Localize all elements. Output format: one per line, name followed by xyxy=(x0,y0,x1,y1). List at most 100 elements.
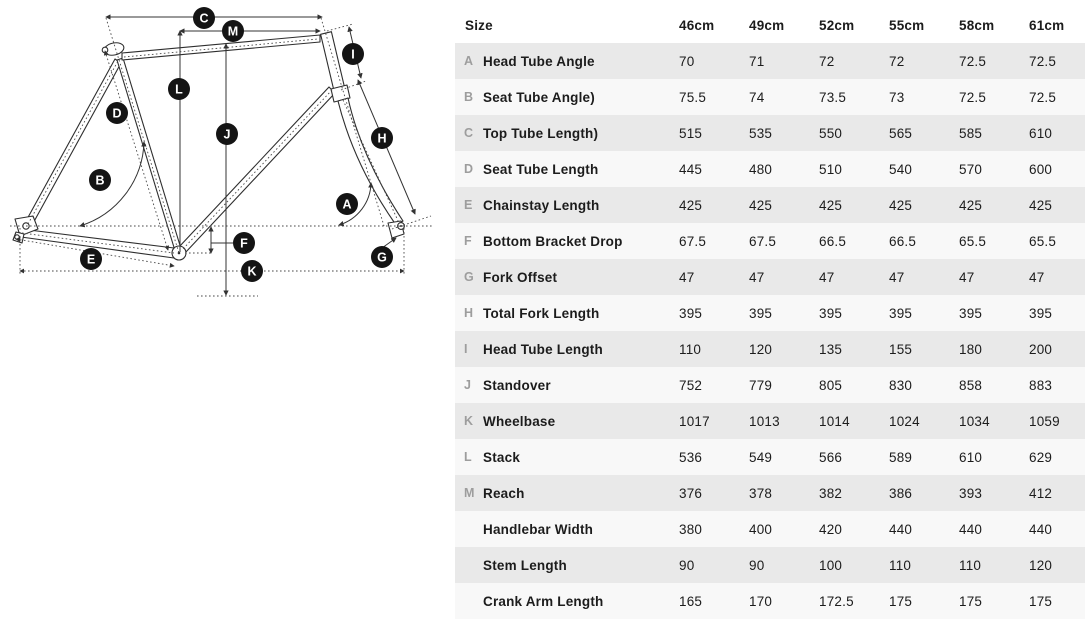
row-value: 386 xyxy=(889,485,913,501)
table-row: Crank Arm Length 165 170 172.5 175 175 1… xyxy=(455,583,1085,619)
row-value: 382 xyxy=(819,485,843,501)
seat-stay-centerline xyxy=(27,60,119,225)
table-row: E Chainstay Length 425 425 425 425 425 4… xyxy=(455,187,1085,223)
row-value: 90 xyxy=(749,557,765,573)
row-value: 1014 xyxy=(819,413,850,429)
row-label-cell: B Seat Tube Angle) xyxy=(455,90,679,105)
dim-seat-tube-length xyxy=(103,50,170,251)
row-value: 65.5 xyxy=(959,233,987,249)
row-letter: G xyxy=(464,270,474,284)
table-row: H Total Fork Length 395 395 395 395 395 … xyxy=(455,295,1085,331)
row-value: 400 xyxy=(749,521,773,537)
diagram-label-text: H xyxy=(377,132,386,146)
row-value: 395 xyxy=(1029,305,1053,321)
row-value: 445 xyxy=(679,161,703,177)
diagram-label-text: K xyxy=(247,265,256,279)
row-value: 120 xyxy=(749,341,773,357)
row-value: 536 xyxy=(679,449,703,465)
diagram-label-d: D xyxy=(106,102,128,124)
row-value: 540 xyxy=(889,161,913,177)
diagram-label-text: F xyxy=(240,237,248,251)
row-value: 412 xyxy=(1029,485,1053,501)
diagram-label-i: I xyxy=(342,43,364,65)
diagram-label-m: M xyxy=(222,20,244,42)
row-letter: F xyxy=(464,234,472,248)
row-label-cell: Crank Arm Length xyxy=(455,594,679,609)
size-column-header: 46cm xyxy=(679,17,715,33)
row-value: 779 xyxy=(749,377,773,393)
row-value: 535 xyxy=(749,125,773,141)
row-value: 420 xyxy=(819,521,843,537)
table-row: G Fork Offset 47 47 47 47 47 47 xyxy=(455,259,1085,295)
row-value: 71 xyxy=(749,53,765,69)
row-label: Chainstay Length xyxy=(483,197,600,213)
row-label-cell: L Stack xyxy=(455,450,679,465)
row-value: 589 xyxy=(889,449,913,465)
row-value: 440 xyxy=(1029,521,1053,537)
down-tube-centerline xyxy=(181,89,333,251)
row-label: Seat Tube Length xyxy=(483,161,599,177)
row-letter: B xyxy=(464,90,474,104)
row-value: 170 xyxy=(749,593,773,609)
row-value: 47 xyxy=(1029,269,1045,285)
diagram-label-text: E xyxy=(87,253,95,267)
row-label: Wheelbase xyxy=(483,413,556,429)
row-value: 72 xyxy=(889,53,905,69)
row-value: 180 xyxy=(959,341,983,357)
row-value: 1017 xyxy=(679,413,710,429)
row-label: Crank Arm Length xyxy=(483,593,604,609)
row-value: 155 xyxy=(889,341,913,357)
row-value: 550 xyxy=(819,125,843,141)
row-value: 175 xyxy=(889,593,913,609)
diagram-label-text: B xyxy=(95,174,104,188)
row-value: 566 xyxy=(819,449,843,465)
diagram-label-text: G xyxy=(377,251,387,265)
row-letter: D xyxy=(464,162,474,176)
row-value: 610 xyxy=(959,449,983,465)
diagram-label-text: L xyxy=(175,83,183,97)
row-label: Stack xyxy=(483,449,521,465)
row-value: 1024 xyxy=(889,413,920,429)
size-column-header: 55cm xyxy=(889,17,925,33)
table-row: D Seat Tube Length 445 480 510 540 570 6… xyxy=(455,151,1085,187)
row-label-cell: K Wheelbase xyxy=(455,414,679,429)
row-value: 135 xyxy=(819,341,843,357)
table-row: C Top Tube Length) 515 535 550 565 585 6… xyxy=(455,115,1085,151)
row-value: 110 xyxy=(679,341,702,357)
axle-tick xyxy=(391,215,432,230)
table-row: F Bottom Bracket Drop 67.5 67.5 66.5 66.… xyxy=(455,223,1085,259)
diagram-label-e: E xyxy=(80,248,102,270)
row-value: 380 xyxy=(679,521,703,537)
row-letter: I xyxy=(464,342,468,356)
row-value: 175 xyxy=(959,593,983,609)
row-value: 440 xyxy=(889,521,913,537)
row-value: 805 xyxy=(819,377,843,393)
table-row: M Reach 376 378 382 386 393 412 xyxy=(455,475,1085,511)
row-label-cell: Stem Length xyxy=(455,558,679,573)
row-value: 1034 xyxy=(959,413,990,429)
diagram-label-text: A xyxy=(342,198,351,212)
row-label: Seat Tube Angle) xyxy=(483,89,595,105)
crown-tick xyxy=(340,80,367,91)
size-column-header: 49cm xyxy=(749,17,785,33)
table-row: I Head Tube Length 110 120 135 155 180 2… xyxy=(455,331,1085,367)
row-label-cell: M Reach xyxy=(455,486,679,501)
row-value: 66.5 xyxy=(819,233,847,249)
row-value: 72.5 xyxy=(1029,53,1057,69)
seat-angle-arc xyxy=(79,141,147,228)
diagram-label-c: C xyxy=(193,7,215,29)
row-label: Handlebar Width xyxy=(483,521,594,537)
row-label: Bottom Bracket Drop xyxy=(483,233,623,249)
row-value: 165 xyxy=(679,593,703,609)
row-label-cell: A Head Tube Angle xyxy=(455,54,679,69)
row-value: 67.5 xyxy=(749,233,777,249)
row-value: 395 xyxy=(749,305,773,321)
row-value: 47 xyxy=(679,269,695,285)
row-label-cell: H Total Fork Length xyxy=(455,306,679,321)
row-value: 395 xyxy=(959,305,983,321)
frame-tubes xyxy=(12,31,405,261)
